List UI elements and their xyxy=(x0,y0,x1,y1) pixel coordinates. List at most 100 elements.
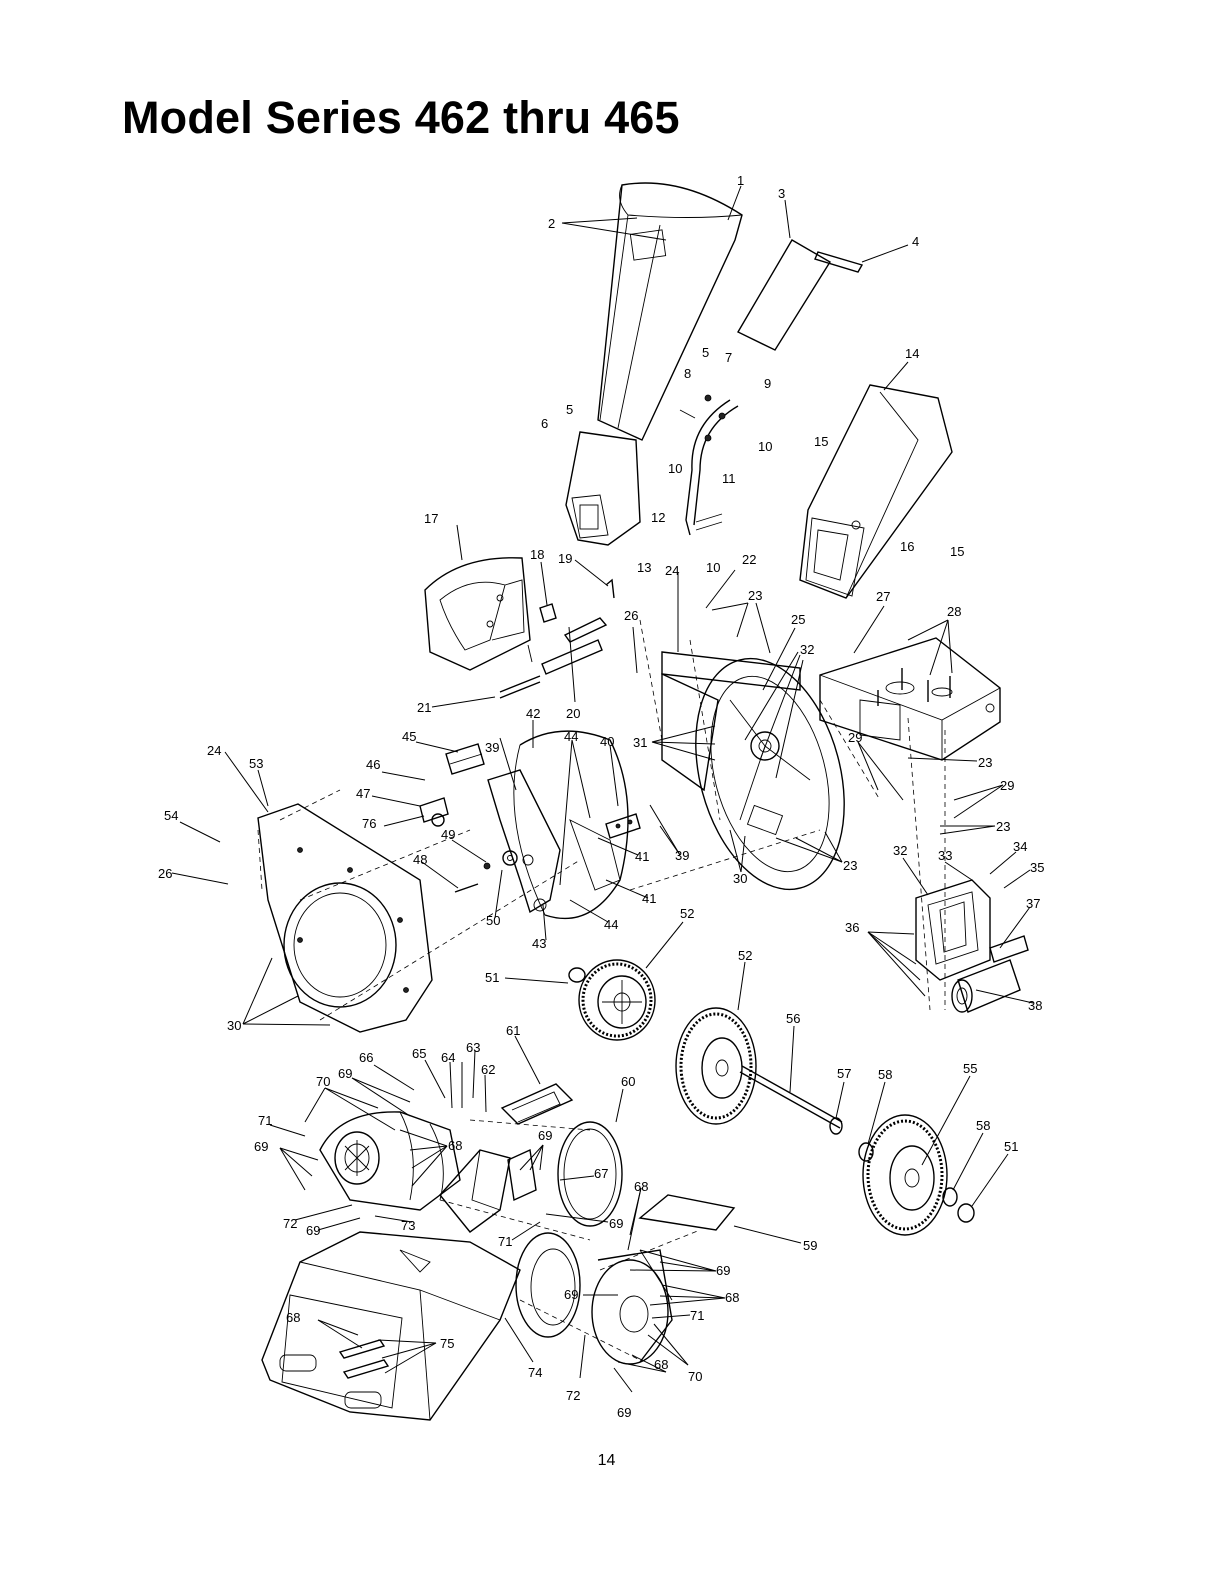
pivot-hardware-part xyxy=(419,743,518,893)
engine-deck-part xyxy=(819,637,1001,761)
callout-10: 10 xyxy=(668,461,682,476)
callout-38: 38 xyxy=(1028,998,1042,1013)
rotor-hardware-part xyxy=(499,578,615,699)
callout-52: 52 xyxy=(680,906,694,921)
callout-11: 11 xyxy=(722,471,736,486)
callout-35: 35 xyxy=(1030,860,1044,875)
callout-19: 19 xyxy=(558,551,572,566)
handle-bracket-part xyxy=(679,394,739,536)
callout-69: 69 xyxy=(338,1066,352,1081)
callout-69: 69 xyxy=(538,1128,552,1143)
callout-10: 10 xyxy=(758,439,772,454)
callout-68: 68 xyxy=(448,1138,462,1153)
callout-76: 76 xyxy=(362,816,376,831)
callout-32: 32 xyxy=(800,642,814,657)
discharge-hood-part xyxy=(261,1231,521,1421)
callout-5: 5 xyxy=(702,345,709,360)
hood-blades-part xyxy=(338,1339,390,1379)
callout-68: 68 xyxy=(725,1290,739,1305)
callout-68: 68 xyxy=(286,1310,300,1325)
callout-42: 42 xyxy=(526,706,540,721)
callout-64: 64 xyxy=(441,1050,455,1065)
callout-50: 50 xyxy=(486,913,500,928)
callout-49: 49 xyxy=(441,827,455,842)
callout-71: 71 xyxy=(498,1234,512,1249)
callout-61: 61 xyxy=(506,1023,520,1038)
callout-40: 40 xyxy=(600,734,614,749)
assembly-guide-lines xyxy=(257,619,946,1361)
callout-70: 70 xyxy=(688,1369,702,1384)
large-wheel-left-part xyxy=(675,1007,757,1125)
callout-17: 17 xyxy=(424,511,438,526)
callout-32: 32 xyxy=(893,843,907,858)
callout-71: 71 xyxy=(690,1308,704,1323)
chute-mount-part xyxy=(565,431,641,546)
callout-6: 6 xyxy=(541,416,548,431)
axle-part xyxy=(739,1065,874,1162)
callout-43: 43 xyxy=(532,936,546,951)
callout-15: 15 xyxy=(814,434,828,449)
callout-48: 48 xyxy=(413,852,427,867)
callout-60: 60 xyxy=(621,1074,635,1089)
callout-31: 31 xyxy=(633,735,647,750)
callout-73: 73 xyxy=(401,1218,415,1233)
callout-51: 51 xyxy=(485,970,499,985)
callout-36: 36 xyxy=(845,920,859,935)
deflector-plate-part xyxy=(638,1194,736,1231)
deck-bracket-part xyxy=(915,879,991,981)
callout-58: 58 xyxy=(878,1067,892,1082)
callout-34: 34 xyxy=(1013,839,1027,854)
callout-30: 30 xyxy=(733,871,747,886)
right-housing-part xyxy=(661,651,845,891)
callout-15: 15 xyxy=(950,544,964,559)
callout-30: 30 xyxy=(227,1018,241,1033)
callout-63: 63 xyxy=(466,1040,480,1055)
flap-strip-part xyxy=(814,251,864,273)
callout-22: 22 xyxy=(742,552,756,567)
callout-25: 25 xyxy=(791,612,805,627)
side-chute-part xyxy=(799,384,953,599)
callout-26: 26 xyxy=(158,866,172,881)
callout-23: 23 xyxy=(978,755,992,770)
callout-37: 37 xyxy=(1026,896,1040,911)
left-housing-part xyxy=(257,803,433,1033)
callout-58: 58 xyxy=(976,1118,990,1133)
callout-71: 71 xyxy=(258,1113,272,1128)
callout-23: 23 xyxy=(843,858,857,873)
callout-69: 69 xyxy=(564,1287,578,1302)
deck-studs-part xyxy=(877,668,951,706)
callout-24: 24 xyxy=(207,743,221,758)
callout-44: 44 xyxy=(564,729,578,744)
callout-52: 52 xyxy=(738,948,752,963)
callout-62: 62 xyxy=(481,1062,495,1077)
callout-2: 2 xyxy=(548,216,555,231)
callout-47: 47 xyxy=(356,786,370,801)
callout-67: 67 xyxy=(594,1166,608,1181)
rotor-disc-part xyxy=(487,730,629,920)
callout-69: 69 xyxy=(609,1216,623,1231)
callout-75: 75 xyxy=(440,1336,454,1351)
cover-shroud-part xyxy=(424,557,531,671)
callout-9: 9 xyxy=(764,376,771,391)
callout-3: 3 xyxy=(778,186,785,201)
callout-41: 41 xyxy=(635,849,649,864)
callout-51: 51 xyxy=(1004,1139,1018,1154)
callout-12: 12 xyxy=(651,510,665,525)
callout-27: 27 xyxy=(876,589,890,604)
callout-45: 45 xyxy=(402,729,416,744)
stop-block-part xyxy=(605,813,641,839)
callout-53: 53 xyxy=(249,756,263,771)
upper-chute-part xyxy=(597,182,743,441)
callout-29: 29 xyxy=(848,730,862,745)
bearing-assembly-part xyxy=(951,935,1029,1013)
callout-70: 70 xyxy=(316,1074,330,1089)
callout-72: 72 xyxy=(283,1216,297,1231)
callout-24: 24 xyxy=(665,563,679,578)
callout-23: 23 xyxy=(748,588,762,603)
callout-69: 69 xyxy=(716,1263,730,1278)
callout-66: 66 xyxy=(359,1050,373,1065)
callout-14: 14 xyxy=(905,346,919,361)
callout-54: 54 xyxy=(164,808,178,823)
page-number: 14 xyxy=(597,1452,616,1469)
